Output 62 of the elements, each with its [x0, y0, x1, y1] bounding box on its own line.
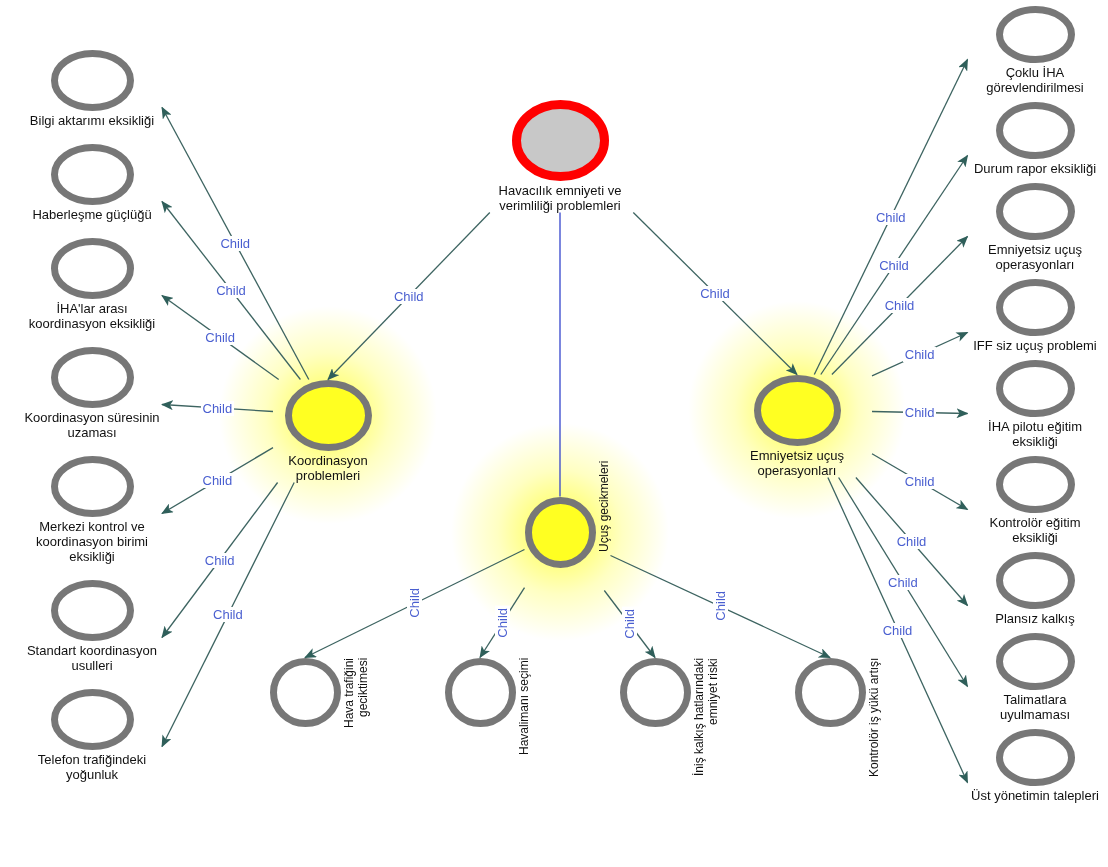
arrow — [161, 481, 295, 748]
arrow — [820, 154, 969, 376]
edge-label: Child — [211, 607, 245, 622]
node-label: Koordinasyon süresinin uzaması — [23, 410, 161, 440]
arrow — [831, 235, 969, 376]
node-label: Hava trafiğini geciktimesi — [341, 657, 370, 730]
edge-label: Child — [873, 209, 908, 225]
node-label: Kontrolör iş yükü artışı — [866, 657, 881, 778]
node-label: İHA pilotu eğitim eksikliği — [987, 419, 1083, 449]
node-label: Standart koordinasyon usulleri — [25, 643, 159, 673]
subtopic-node — [22, 347, 162, 440]
arrow — [161, 481, 279, 639]
node-label: Havacılık emniyeti ve verimliliği problemleri — [497, 182, 623, 213]
edge-label: Child — [200, 400, 235, 416]
edge-label: Child — [882, 298, 917, 313]
edge-label: Child — [894, 534, 929, 549]
node-label: İniş kalkış hatlarındaki emniyet riski — [691, 657, 720, 778]
arrow — [327, 211, 491, 381]
node-label: Üst yönetimin talepleri — [970, 788, 1100, 803]
node-label: Talimatlara uyulmaması — [998, 692, 1072, 722]
arrow — [161, 200, 302, 381]
edge-label: Child — [214, 283, 248, 298]
node-label: Plansız kalkış — [994, 611, 1076, 626]
edge-label: Child — [200, 473, 235, 489]
node-label: IFF siz uçuş problemi — [972, 338, 1098, 353]
node-label: Merkezi kontrol ve koordinasyon birimi eksikliği — [35, 519, 149, 564]
node-label: İHA'lar arası koordinasyon eksikliği — [27, 301, 157, 331]
connector-line — [559, 211, 561, 498]
edge-label: Child — [877, 257, 911, 273]
node-label: Havalimanı seçimi — [516, 657, 531, 757]
arrow — [304, 548, 526, 659]
subtopic-node — [794, 657, 881, 778]
edge-label: Child — [902, 346, 937, 362]
edge-label: Child — [203, 330, 237, 345]
edge-label: Child — [902, 405, 937, 420]
arrow — [827, 476, 969, 784]
edge-label: Child — [202, 552, 237, 568]
node-label: Haberleşme güçlüğü — [31, 207, 153, 222]
arrow — [609, 554, 831, 659]
node-label: Çoklu İHA görevlendirilmesi — [985, 65, 1085, 95]
arrow — [813, 58, 969, 376]
node-label: Bilgi aktarımı eksikliği — [28, 113, 156, 128]
arrow — [632, 211, 798, 376]
edge-label: Child — [622, 607, 638, 641]
edge-label: Child — [494, 605, 510, 640]
arrow — [161, 106, 310, 381]
node-label: Kontrolör eğitim eksikliği — [988, 515, 1082, 545]
arrow — [855, 476, 969, 607]
node-label: Uçuş gecikmeleri — [596, 460, 611, 554]
edge-label: Child — [391, 288, 426, 304]
edge-label: Child — [902, 474, 937, 490]
node-label: Durum rapor eksikliği — [972, 161, 1098, 176]
node-label: Emniyetsiz uçuş operasyonları — [987, 242, 1083, 272]
edge-label: Child — [698, 286, 732, 301]
node-label: Telefon trafiğindeki yoğunluk — [36, 752, 148, 782]
node-label: Emniyetsiz uçuş operasyonları — [749, 447, 845, 478]
subtopic-node — [619, 657, 720, 778]
edge-label: Child — [880, 622, 915, 638]
arrow — [837, 476, 969, 688]
edge-label: Child — [218, 236, 253, 251]
node-label: Koordinasyon problemleri — [287, 452, 369, 483]
edge-label: Child — [886, 574, 920, 590]
